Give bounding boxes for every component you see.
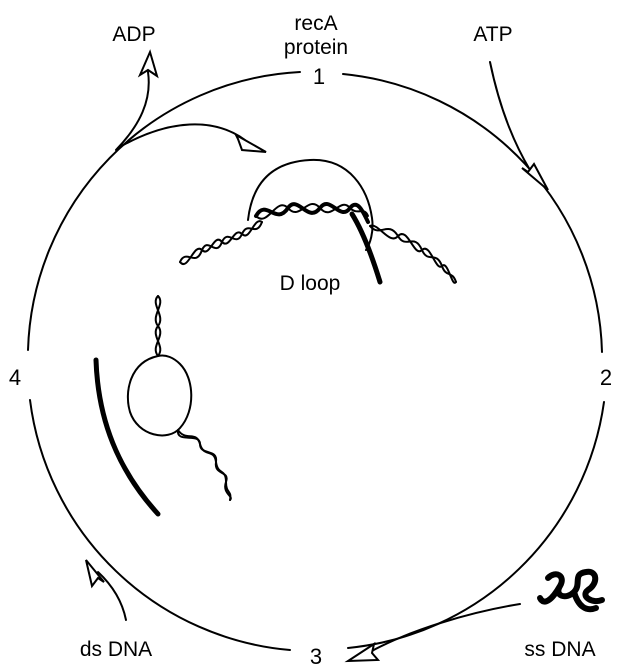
cycle-circle [28,72,604,650]
adp-release-arrow [116,52,157,150]
arc-2-to-3 [348,402,604,648]
invading-strand-tail [352,214,380,282]
ss-dna-squiggle-icon [540,572,602,609]
reca-binding-arrow [118,124,266,152]
arc-3-to-4 [30,400,290,650]
step-4-structure [96,296,231,514]
duplex-right-arm [370,226,456,282]
reca-arrowhead-icon [236,135,266,152]
ds-dna-label: ds DNA [80,638,152,661]
step-2-label: 2 [600,365,612,390]
step-3-label: 3 [310,644,322,667]
ss-dna-label: ss DNA [524,638,595,661]
step-1-label: 1 [313,64,325,89]
step-4-label: 4 [9,365,21,390]
d-loop-structure [180,160,456,283]
arc-1-to-2 [343,74,602,352]
atp-arrowhead-icon [522,164,548,190]
strand-bubble [128,355,191,435]
ss-dna-arrow [348,604,520,661]
reca-label-line2: protein [284,36,348,59]
atp-label: ATP [473,23,512,46]
ds-dna-arrowhead-icon [86,560,104,586]
ds-dna-arrow [86,560,126,620]
reca-label-line1: recA [294,12,337,35]
lower-helix-segment [178,430,230,500]
adp-label: ADP [112,23,155,46]
atp-input-arrow [490,62,548,190]
displaced-thick-strand [96,360,158,514]
d-loop-label: D loop [280,272,341,295]
